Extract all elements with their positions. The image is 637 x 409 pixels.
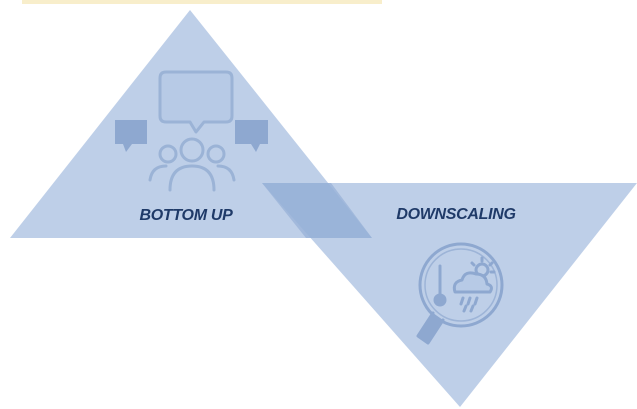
downscaling-label: DOWNSCALING — [396, 206, 515, 223]
top-yellow-strip — [22, 0, 382, 4]
people-speech-bubbles-icon — [115, 70, 268, 192]
weather-magnifier-icon — [416, 242, 504, 345]
triangle-overlap — [262, 183, 372, 238]
downscaling-triangle — [262, 183, 637, 407]
bottom-up-label: BOTTOM UP — [139, 207, 233, 224]
